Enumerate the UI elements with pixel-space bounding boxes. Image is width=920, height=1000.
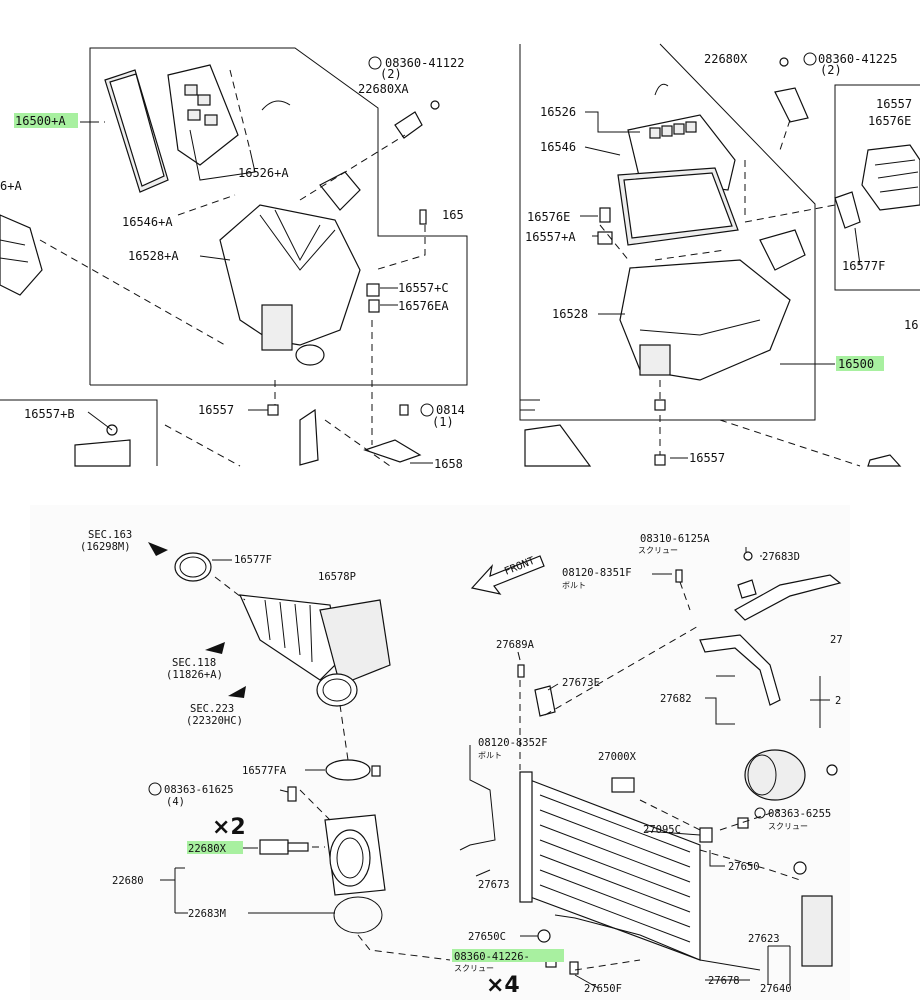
label-screw-3: スクリュー [454, 964, 494, 973]
label-165: 165 [442, 208, 464, 222]
label-27-partial: 27 [830, 634, 843, 646]
label-27683d: 27683D [762, 551, 800, 563]
label-27682: 27682 [660, 693, 692, 705]
label-11826a: (11826+A) [166, 669, 223, 681]
label-27650f: 27650F [584, 983, 622, 995]
label-16526: 16526 [540, 105, 576, 119]
label-27673e: 27673E [562, 677, 600, 689]
label-screw-1: スクリュー [638, 546, 678, 555]
label-qty-4: (4) [166, 796, 185, 808]
panel-bottom-left: SEC.163 (16298M) 16577F 16578P SEC.118 (… [30, 505, 451, 1000]
label-2-partial: 2 [835, 695, 841, 707]
panel-bottom-right: FRONT [450, 505, 850, 1000]
label-16557-right: 16557 [876, 97, 912, 111]
label-qty-2: (2) [380, 67, 402, 81]
label-16578p: 16578P [318, 571, 356, 583]
label-27623: 27623 [748, 933, 780, 945]
label-27640: 27640 [760, 983, 792, 995]
label-08360-41226: 08360-41226- [454, 951, 530, 963]
label-22680x-bottom: 22680X [188, 843, 227, 855]
label-16576ea: 16576EA [398, 299, 449, 313]
label-16576e-right: 16576E [868, 114, 911, 128]
label-08120-8352f: 08120-8352F [478, 737, 548, 749]
label-16557c: 16557+C [398, 281, 449, 295]
label-16546a: 16546+A [122, 215, 173, 229]
label-27673: 27673 [478, 879, 510, 891]
label-bolt-2: ボルト [478, 751, 502, 760]
label-16546: 16546 [540, 140, 576, 154]
label-16577f: 16577F [234, 554, 272, 566]
label-16500: 16500 [838, 357, 874, 371]
label-16528: 16528 [552, 307, 588, 321]
count-x4: ×4 [486, 973, 520, 998]
label-08360-41225: 08360-41225 [818, 52, 897, 66]
label-6a: 6+A [0, 179, 22, 193]
label-0814: 0814 [436, 403, 465, 417]
label-qty-1: (1) [432, 415, 454, 429]
label-sec118: SEC.118 [172, 657, 216, 669]
label-22683m: 22683M [188, 908, 226, 920]
label-27095c: 27095C [643, 824, 681, 836]
label-16576e: 16576E [527, 210, 570, 224]
label-bolt-1: ボルト [562, 581, 586, 590]
label-1658: 1658 [434, 457, 463, 471]
label-27650: 27650 [728, 861, 760, 873]
label-08363-6255: 08363-6255 [768, 808, 831, 820]
label-27689a: 27689A [496, 639, 535, 651]
label-16500a: 16500+A [15, 114, 66, 128]
label-16577fa: 16577FA [242, 765, 287, 777]
label-16557-bottom: 16557 [689, 451, 725, 465]
label-sec223: SEC.223 [190, 703, 234, 715]
panel-top-right: 22680X 08360-41225 (2) 16526 16546 16576… [519, 43, 920, 467]
label-22680xa: 22680XA [358, 82, 409, 96]
count-x2: ×2 [212, 815, 246, 840]
label-sec163: SEC.163 [88, 529, 132, 541]
label-16-right: 16 [904, 318, 918, 332]
label-16298m: (16298M) [80, 541, 131, 553]
label-22320hc: (22320HC) [186, 715, 243, 727]
label-27678: 27678 [708, 975, 740, 987]
label-27650c: 27650C [468, 931, 506, 943]
label-08360-41122: 08360-41122 [385, 56, 464, 70]
label-16528a: 16528+A [128, 249, 179, 263]
label-qty-2b: (2) [820, 63, 842, 77]
label-27000x: 27000X [598, 751, 637, 763]
label-22680: 22680 [112, 875, 144, 887]
label-screw-2: スクリュー [768, 822, 808, 831]
label-08363-61625: 08363-61625 [164, 784, 234, 796]
label-16557a: 16557+A [525, 230, 576, 244]
label-08120-8351f: 08120-8351F [562, 567, 632, 579]
label-16526a: 16526+A [238, 166, 289, 180]
label-16577f-top: 16577F [842, 259, 885, 273]
label-16557: 16557 [198, 403, 234, 417]
panel-top-left: 16500+A 08360-41122 (2) 22680XA 16526+A … [0, 47, 468, 471]
label-08310-6125a: 08310-6125A [640, 533, 710, 545]
label-16557b: 16557+B [24, 407, 75, 421]
label-22680x-top: 22680X [704, 52, 748, 66]
